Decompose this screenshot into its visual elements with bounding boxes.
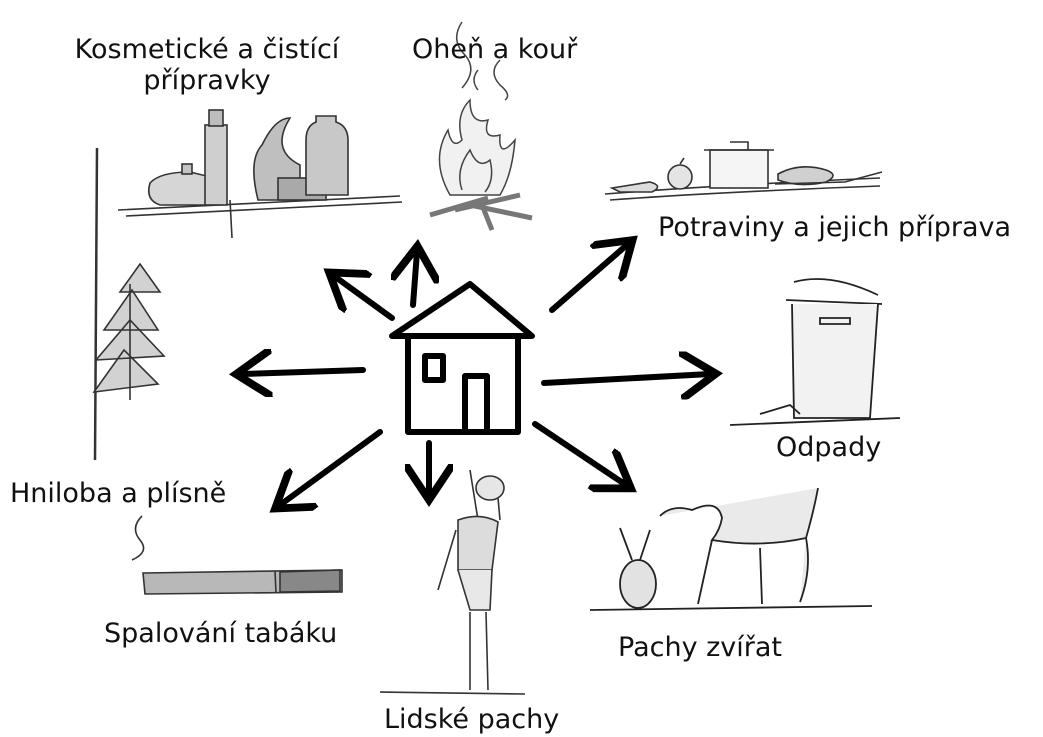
human-figure-sketch: [380, 470, 525, 694]
tobacco-sketch: [132, 516, 342, 594]
animals-sketch: [590, 488, 872, 610]
arrow-to-animals: [535, 424, 626, 485]
label-humans: Lidské pachy: [384, 704, 559, 735]
arrow-to-fire: [413, 252, 417, 305]
label-food: Potraviny a jejich příprava: [658, 212, 1011, 243]
label-tobacco: Spalování tabáku: [104, 618, 337, 649]
label-animals: Pachy zvířat: [618, 632, 782, 663]
arrow-to-food: [552, 244, 628, 310]
label-cosmetics: Kosmetické a čistící přípravky: [58, 34, 356, 96]
food-sketch: [605, 142, 882, 200]
cosmetics-sketch: [118, 110, 402, 238]
label-fire: Oheň a kouř: [412, 34, 577, 65]
arrow-to-waste: [544, 374, 710, 383]
arrow-to-mold: [242, 370, 363, 374]
label-waste: Odpady: [776, 432, 881, 463]
arrow-to-tobacco: [280, 432, 380, 505]
label-mold: Hniloba a plísně: [10, 478, 226, 509]
arrow-to-cosmetics: [334, 276, 392, 318]
waste-bin-sketch: [730, 279, 900, 425]
